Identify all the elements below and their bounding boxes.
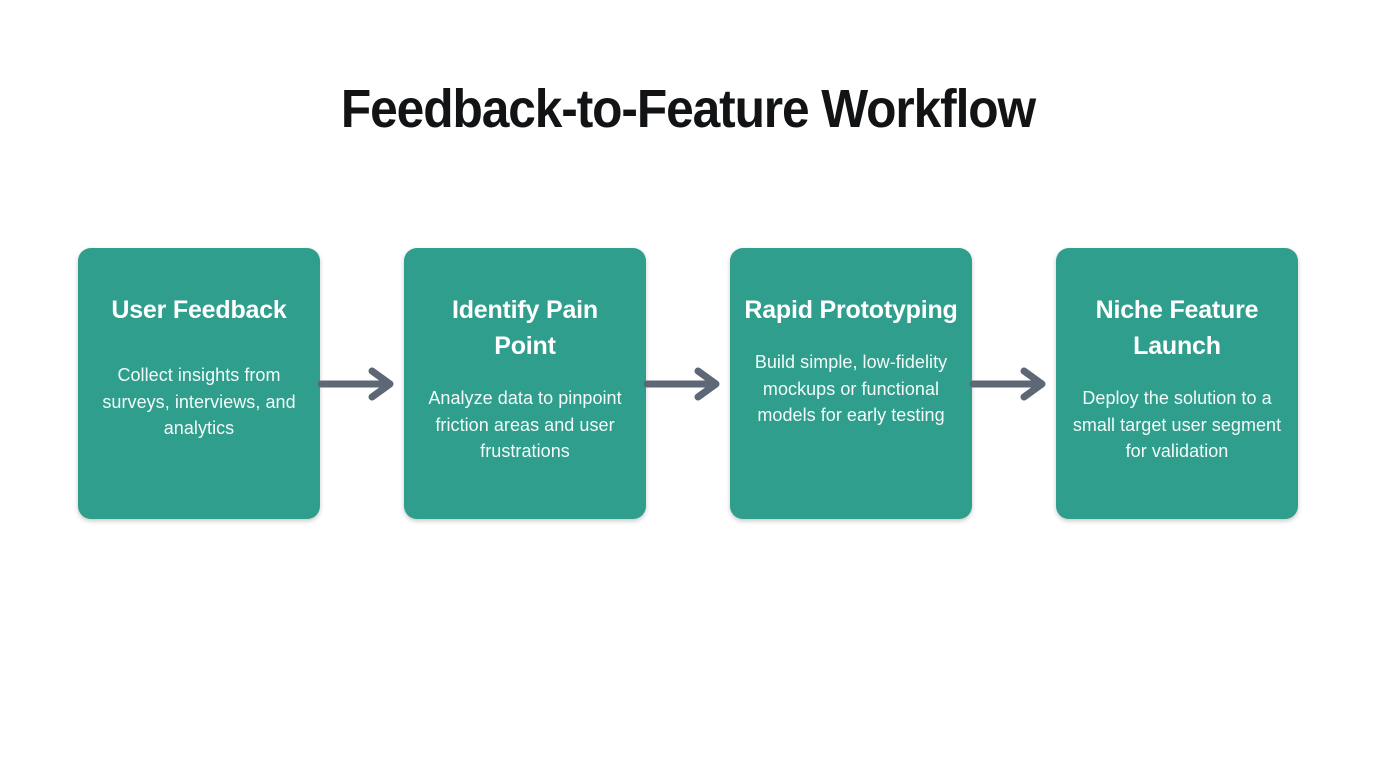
process-flow-row: User Feedback Collect insights from surv…: [78, 248, 1298, 519]
step-description-4: Deploy the solution to a small target us…: [1072, 388, 1282, 461]
step-description-2: Analyze data to pinpoint friction areas …: [428, 388, 622, 461]
step-title-2: Identify Pain Point: [451, 296, 599, 360]
process-step-card-2[interactable]: Identify Pain Point Analyze data to pinp…: [404, 248, 646, 519]
step-title-3: Rapid Prototyping: [744, 296, 958, 324]
step-title-4: Niche Feature Launch: [1095, 296, 1259, 360]
process-step-card-4[interactable]: Niche Feature Launch Deploy the solution…: [1056, 248, 1298, 519]
page-title: Feedback-to-Feature Workflow: [340, 79, 1036, 139]
step-title-1: User Feedback: [111, 296, 287, 324]
process-step-card-3[interactable]: Rapid Prototyping Build simple, low-fide…: [730, 248, 972, 519]
step-description-1: Collect insights from surveys, interview…: [102, 365, 296, 438]
step-description-3: Build simple, low-fidelity mockups or fu…: [754, 352, 948, 425]
process-step-card-1[interactable]: User Feedback Collect insights from surv…: [78, 248, 320, 519]
